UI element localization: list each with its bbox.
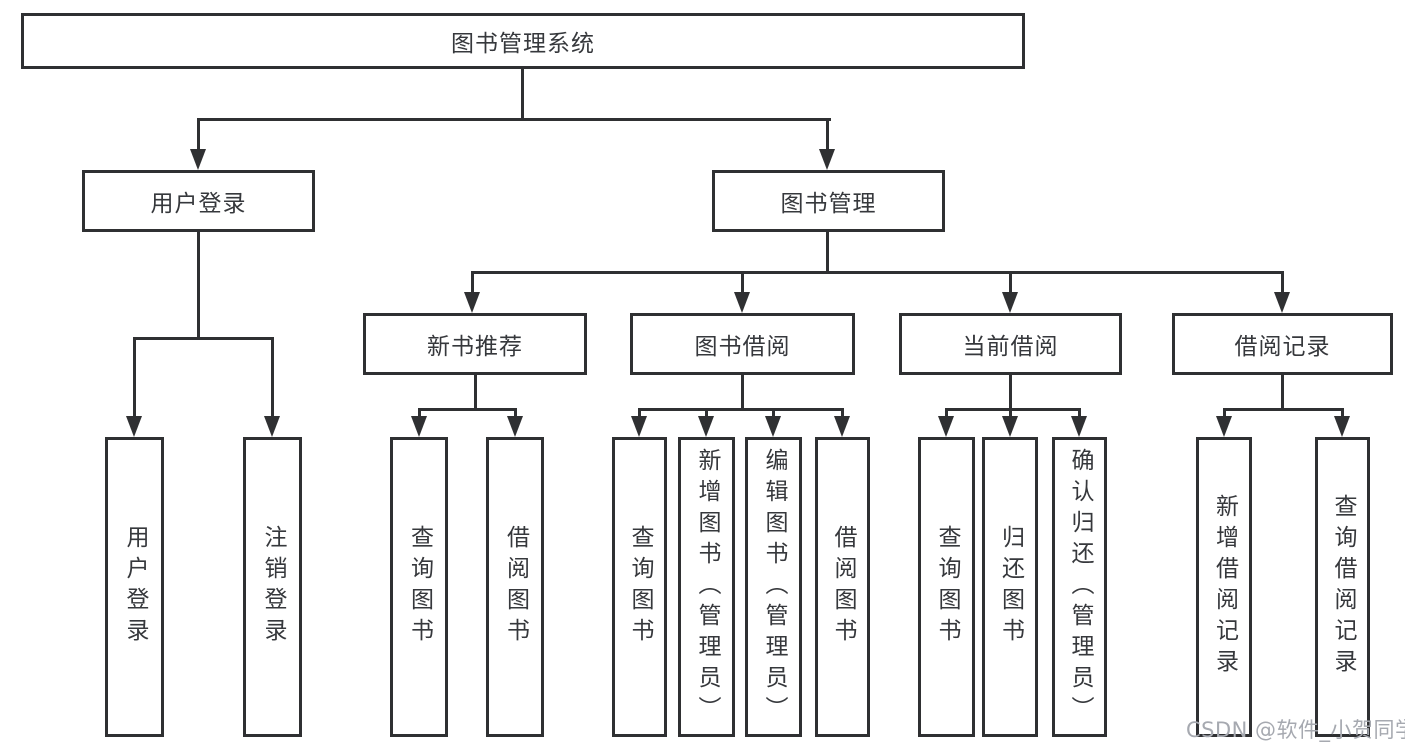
arrowhead-down-icon — [1216, 416, 1232, 437]
connector-line — [1281, 375, 1284, 408]
connector-line — [474, 375, 477, 408]
connector-line — [1009, 375, 1012, 408]
connector-line — [1078, 411, 1081, 419]
node-book-management: 图书管理 — [712, 170, 945, 232]
connector-line — [1281, 274, 1284, 295]
leaf-cb-confirm-return-admin: 确认归还（管理员） — [1052, 437, 1107, 737]
leaf-cb-return-books: 归还图书 — [982, 437, 1038, 737]
arrowhead-down-icon — [819, 149, 835, 170]
node-label: 借阅记录 — [1234, 334, 1331, 360]
leaf-nb-query-books: 查询图书 — [390, 437, 448, 737]
connector-line — [1009, 274, 1012, 295]
connector-line — [826, 232, 829, 271]
leaf-label: 查询图书 — [627, 525, 653, 649]
leaf-cb-query-books: 查询图书 — [918, 437, 975, 737]
leaf-bb-query-books: 查询图书 — [612, 437, 667, 737]
leaf-br-query-borrow-record: 查询借阅记录 — [1315, 437, 1370, 737]
node-borrow-records: 借阅记录 — [1172, 313, 1393, 375]
leaf-label: 查询图书 — [934, 525, 960, 649]
leaf-label: 确认归还（管理员） — [1067, 447, 1093, 727]
connector-line — [514, 411, 517, 419]
connector-line — [418, 411, 421, 419]
leaf-br-add-borrow-record: 新增借阅记录 — [1196, 437, 1252, 737]
arrowhead-down-icon — [411, 416, 427, 437]
connector-line — [418, 408, 517, 411]
node-label: 图书管理系统 — [451, 31, 595, 57]
leaf-label: 借阅图书 — [502, 525, 529, 649]
watermark: CSDN @软件_小贺同学 — [1186, 718, 1405, 742]
connector-line — [741, 274, 744, 295]
connector-line — [471, 274, 474, 295]
leaf-label: 新增图书（管理员） — [694, 447, 720, 727]
node-label: 图书管理 — [780, 191, 877, 217]
leaf-label: 归还图书 — [997, 525, 1024, 649]
arrowhead-down-icon — [1274, 292, 1290, 313]
arrowhead-down-icon — [734, 292, 750, 313]
leaf-label: 注销登录 — [260, 525, 286, 649]
node-new-book-recommend: 新书推荐 — [363, 313, 587, 375]
node-current-borrow: 当前借阅 — [899, 313, 1122, 375]
connector-line — [471, 271, 1284, 274]
arrowhead-down-icon — [1002, 416, 1018, 437]
arrowhead-down-icon — [938, 416, 954, 437]
connector-line — [841, 411, 844, 419]
connector-line — [133, 337, 274, 340]
connector-line — [638, 408, 844, 411]
arrowhead-down-icon — [264, 416, 280, 437]
leaf-user-login: 用户登录 — [105, 437, 164, 737]
leaf-label: 新增借阅记录 — [1211, 494, 1238, 680]
connector-line — [197, 232, 200, 337]
arrowhead-down-icon — [765, 416, 781, 437]
connector-line — [1223, 411, 1226, 419]
connector-line — [741, 375, 744, 408]
arrowhead-down-icon — [631, 416, 647, 437]
leaf-label: 用户登录 — [122, 525, 148, 649]
connector-line — [271, 340, 274, 418]
connector-line — [1341, 411, 1344, 419]
leaf-bb-add-books-admin: 新增图书（管理员） — [678, 437, 735, 737]
leaf-bb-borrow-books: 借阅图书 — [815, 437, 870, 737]
arrowhead-down-icon — [834, 416, 850, 437]
leaf-label: 查询图书 — [406, 525, 433, 649]
node-root-library-system: 图书管理系统 — [21, 13, 1025, 69]
leaf-logout-login: 注销登录 — [243, 437, 302, 737]
leaf-label: 查询借阅记录 — [1330, 494, 1356, 680]
connector-line — [197, 118, 831, 121]
connector-line — [1223, 408, 1344, 411]
connector-line — [772, 411, 775, 419]
connector-line — [826, 121, 829, 151]
connector-line — [197, 121, 200, 151]
connector-line — [638, 411, 641, 419]
connector-line — [133, 340, 136, 418]
connector-line — [945, 411, 948, 419]
connector-line — [705, 411, 708, 419]
connector-line — [521, 69, 524, 119]
leaf-bb-edit-books-admin: 编辑图书（管理员） — [745, 437, 802, 737]
arrowhead-down-icon — [126, 416, 142, 437]
arrowhead-down-icon — [1334, 416, 1350, 437]
connector-line — [945, 408, 1081, 411]
node-label: 图书借阅 — [694, 334, 791, 360]
node-book-borrow: 图书借阅 — [630, 313, 855, 375]
leaf-nb-borrow-books: 借阅图书 — [486, 437, 544, 737]
arrowhead-down-icon — [1002, 292, 1018, 313]
node-label: 用户登录 — [150, 191, 247, 217]
arrowhead-down-icon — [698, 416, 714, 437]
node-label: 新书推荐 — [427, 334, 523, 360]
arrowhead-down-icon — [190, 149, 206, 170]
connector-line — [1009, 411, 1012, 419]
arrowhead-down-icon — [507, 416, 523, 437]
arrowhead-down-icon — [464, 292, 480, 313]
node-user-login: 用户登录 — [82, 170, 315, 232]
node-label: 当前借阅 — [962, 334, 1059, 360]
leaf-label: 编辑图书（管理员） — [761, 447, 787, 727]
arrowhead-down-icon — [1071, 416, 1087, 437]
leaf-label: 借阅图书 — [830, 525, 856, 649]
